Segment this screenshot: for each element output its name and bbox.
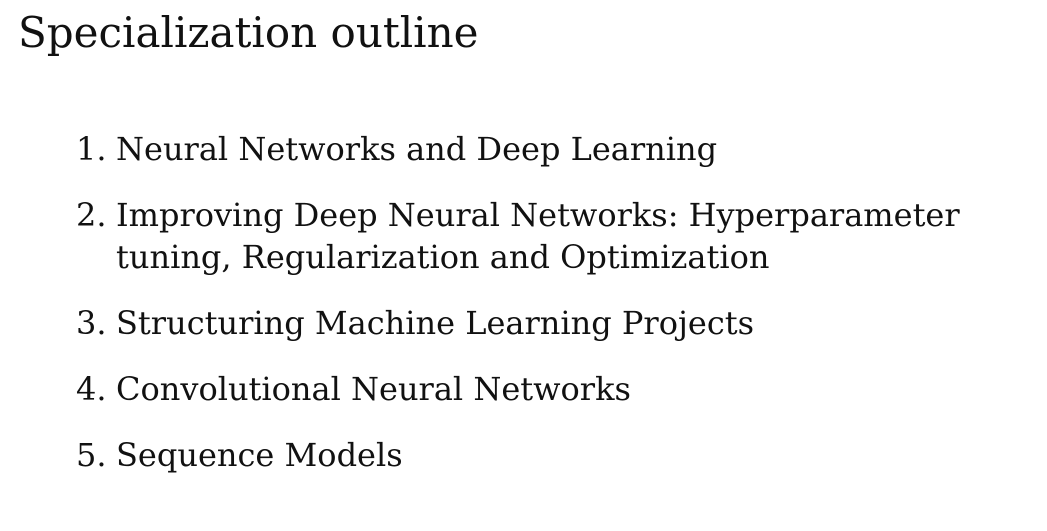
- list-item-label: Neural Networks and Deep Learning: [116, 130, 718, 168]
- list-item-label: Convolutional Neural Networks: [116, 370, 631, 408]
- outline-list: 1. Neural Networks and Deep Learning 2. …: [76, 128, 1016, 476]
- list-item-number: 3.: [76, 304, 107, 342]
- list-item: 5. Sequence Models: [76, 434, 1016, 476]
- list-item-label: Improving Deep Neural Networks: Hyperpar…: [116, 196, 960, 276]
- list-item-label: Structuring Machine Learning Projects: [116, 304, 755, 342]
- list-item: 2. Improving Deep Neural Networks: Hyper…: [76, 194, 1016, 278]
- list-item-label: Sequence Models: [116, 436, 403, 474]
- list-item: 1. Neural Networks and Deep Learning: [76, 128, 1016, 170]
- list-item-number: 4.: [76, 370, 107, 408]
- list-item-number: 1.: [76, 130, 107, 168]
- slide-title: Specialization outline: [18, 8, 479, 57]
- list-item-number: 2.: [76, 196, 107, 234]
- list-item: 3. Structuring Machine Learning Projects: [76, 302, 1016, 344]
- list-item: 4. Convolutional Neural Networks: [76, 368, 1016, 410]
- list-item-number: 5.: [76, 436, 107, 474]
